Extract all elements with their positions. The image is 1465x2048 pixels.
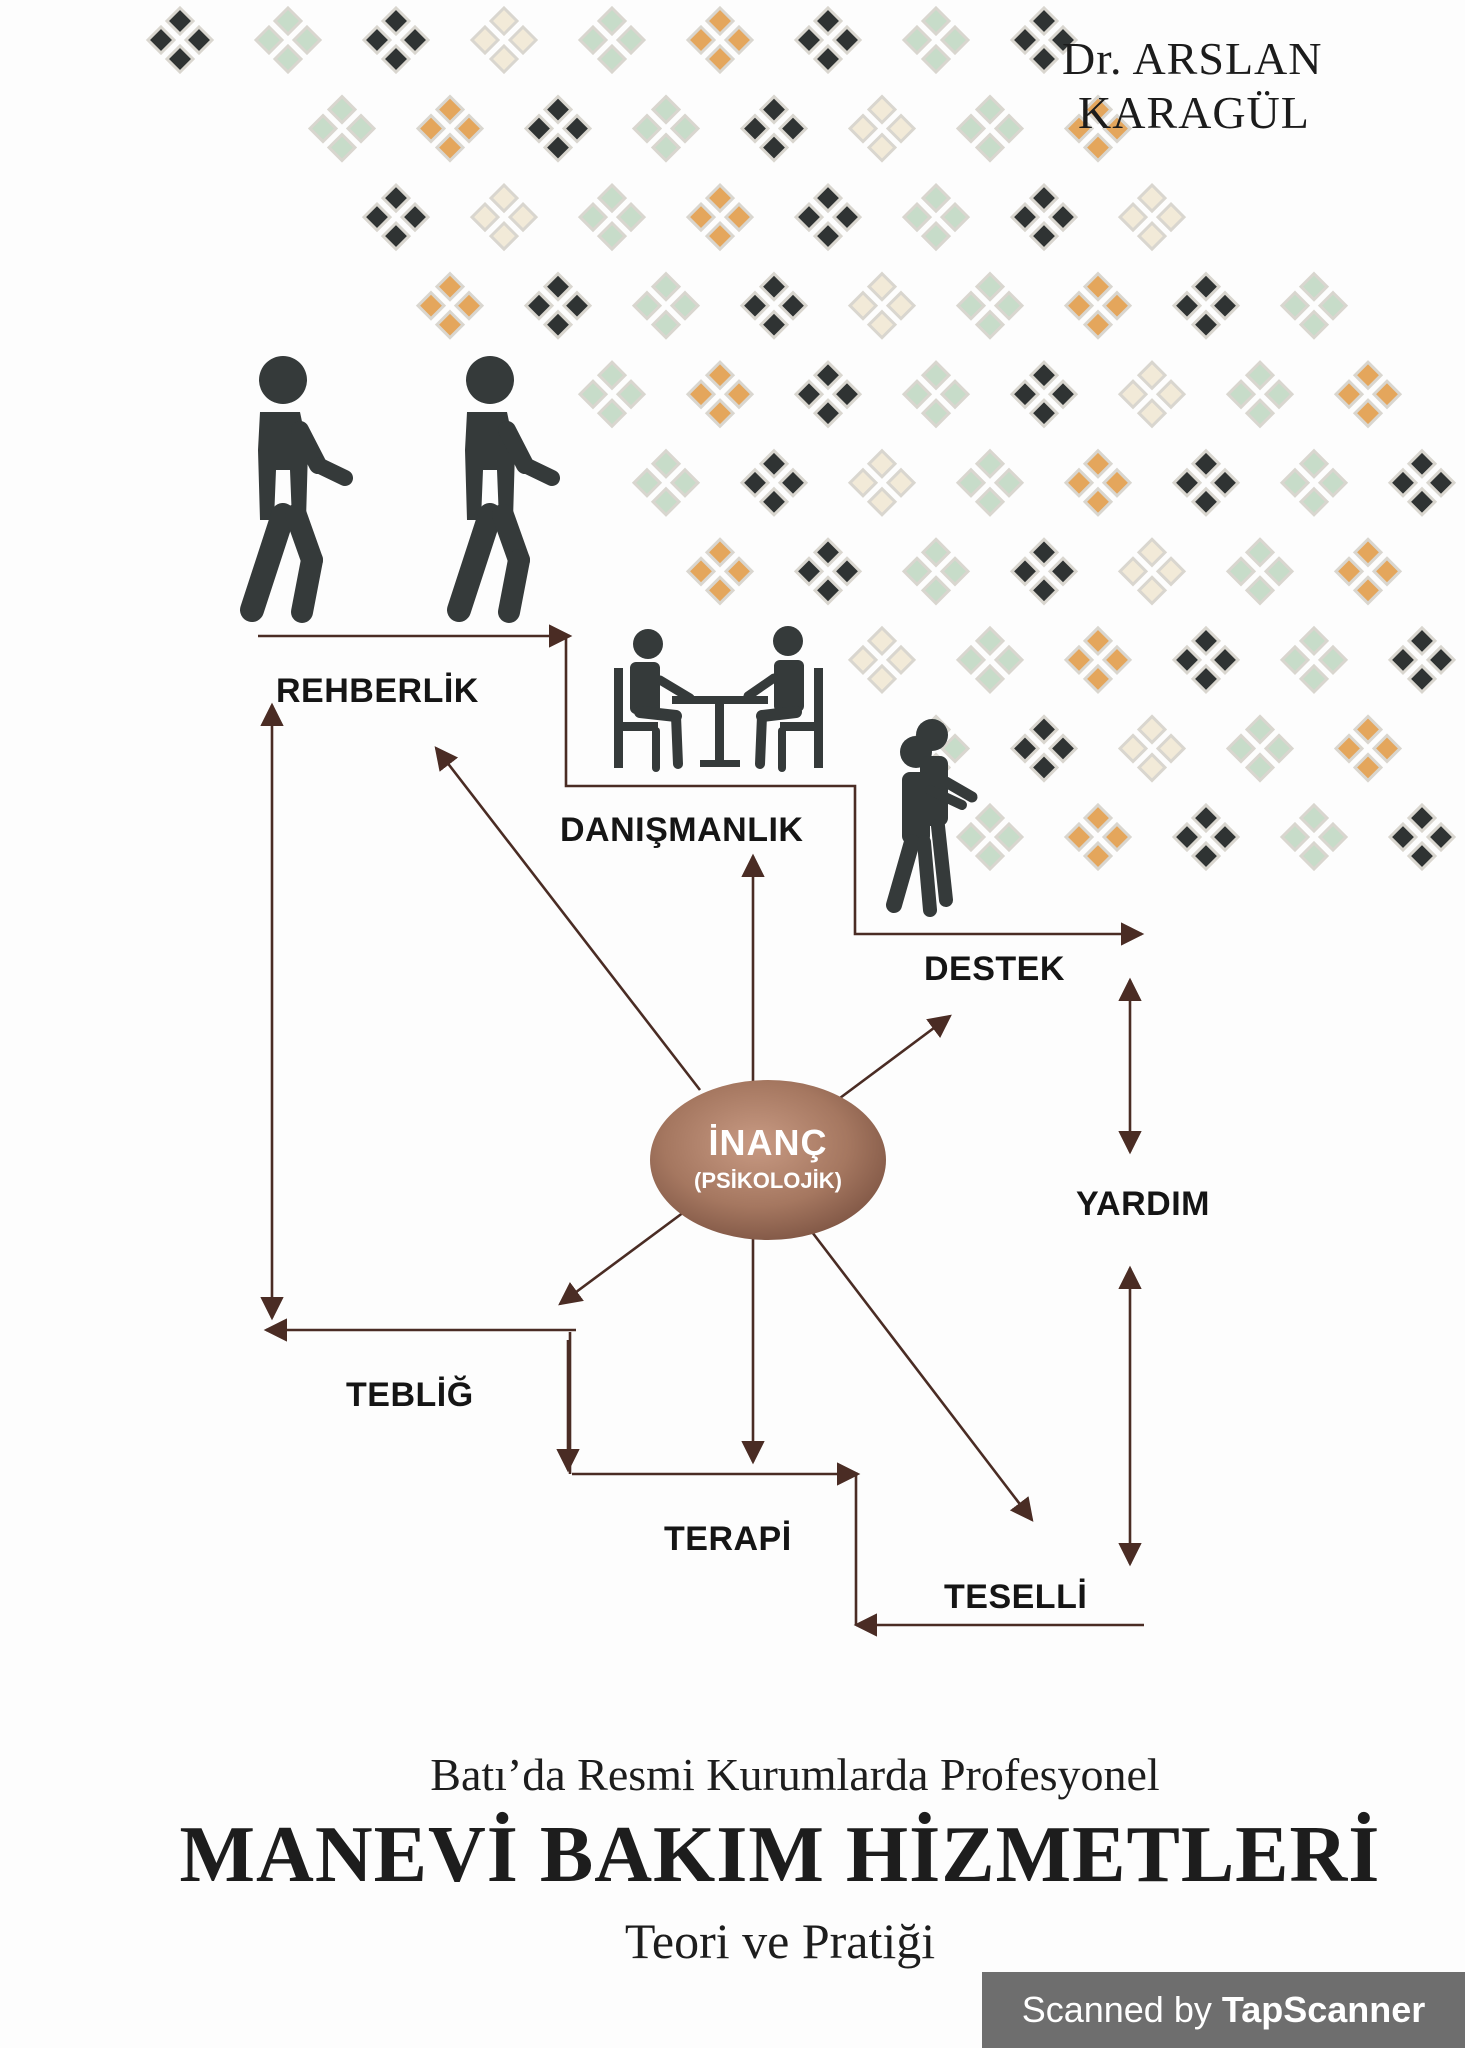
pattern-tile	[1225, 360, 1295, 429]
pattern-tile	[1387, 625, 1457, 695]
pattern-tile	[1009, 5, 1079, 75]
pattern-tile	[793, 182, 863, 252]
pattern-tile	[847, 94, 917, 163]
pattern-tile	[1063, 448, 1133, 517]
pattern-tile	[1225, 537, 1295, 606]
pattern-tile	[901, 537, 971, 606]
pattern-tile	[1171, 802, 1241, 872]
meeting-table-icon	[614, 626, 823, 772]
label-teselli: TESELLİ	[944, 1578, 1088, 1616]
pattern-tile	[1117, 360, 1187, 429]
pattern-tile	[1117, 182, 1187, 252]
pattern-tile	[631, 271, 701, 340]
pattern-tile	[955, 271, 1025, 340]
pattern-tile	[1333, 360, 1403, 429]
pattern-tile	[955, 802, 1025, 872]
label-rehberlik: REHBERLİK	[276, 672, 479, 710]
pattern-tile	[1333, 537, 1403, 606]
pattern-tile	[847, 271, 917, 340]
pattern-tile	[577, 360, 647, 429]
pattern-tile	[685, 182, 755, 252]
pattern-tile	[739, 94, 809, 163]
pattern-tile	[739, 271, 809, 340]
pattern-tile	[1117, 714, 1187, 783]
pattern-tile	[631, 94, 701, 163]
scanner-prefix: Scanned by	[1021, 1989, 1212, 2030]
walking-person-icon	[240, 356, 353, 623]
center-label-sub: (PSİKOLOJİK)	[694, 1168, 842, 1193]
pattern-tile	[1009, 182, 1079, 252]
pattern-tile	[901, 182, 971, 252]
pattern-tile	[1063, 802, 1133, 872]
pattern-tile	[1279, 271, 1349, 340]
walking-person-icon	[447, 356, 560, 623]
pattern-tile	[1009, 714, 1079, 783]
step-connectors	[258, 624, 1145, 1637]
pattern-tile	[955, 94, 1025, 163]
label-yardim: YARDIM	[1076, 1185, 1210, 1223]
pattern-tile	[685, 5, 755, 75]
pattern-tile	[1063, 625, 1133, 695]
pattern-tile	[145, 5, 215, 75]
pattern-tile	[1225, 714, 1295, 783]
pattern-tile	[253, 5, 323, 75]
pattern-tile	[523, 271, 593, 340]
book-title: MANEVİ BAKIM HİZMETLERİ	[179, 1811, 1381, 1899]
book-tagline: Teori ve Pratiği	[624, 1913, 936, 1969]
pattern-tile	[1279, 448, 1349, 517]
pattern-tile	[1171, 448, 1241, 517]
label-danismanlik: DANIŞMANLIK	[560, 811, 804, 849]
pattern-tile	[1063, 94, 1133, 163]
label-teblig: TEBLİĞ	[346, 1376, 474, 1414]
center-label-main: İNANÇ	[708, 1122, 828, 1163]
pattern-tile	[1333, 714, 1403, 783]
book-subtitle: Batı’da Resmi Kurumlarda Profesyonel	[430, 1749, 1160, 1800]
pattern-tile	[685, 360, 755, 429]
scanner-watermark: Scanned by TapScanner	[982, 1972, 1465, 2048]
pattern-tile	[577, 182, 647, 252]
pattern-tile	[415, 271, 485, 340]
pattern-tile	[901, 360, 971, 429]
pattern-tile	[1171, 625, 1241, 695]
pattern-tile	[361, 5, 431, 75]
pattern-tile	[1279, 625, 1349, 695]
scanner-brand: TapScanner	[1221, 1989, 1426, 2030]
pattern-tile	[739, 448, 809, 517]
author-name-line1: Dr. ARSLAN	[1062, 33, 1323, 84]
pattern-tile	[1009, 537, 1079, 606]
pattern-tile	[1009, 360, 1079, 429]
pattern-tile	[793, 360, 863, 429]
pattern-tile	[955, 448, 1025, 517]
support-person-icon	[886, 719, 978, 917]
pattern-tile	[901, 5, 971, 75]
pattern-tile	[577, 5, 647, 75]
pattern-tile	[469, 5, 539, 75]
label-destek: DESTEK	[924, 950, 1065, 988]
pattern-tile	[361, 182, 431, 252]
pattern-tile	[307, 94, 377, 163]
label-terapi: TERAPİ	[664, 1520, 792, 1558]
pattern-tile	[793, 5, 863, 75]
center-ellipse	[650, 1080, 886, 1240]
author-name-line2: KARAGÜL	[1078, 87, 1310, 138]
pattern-tile	[685, 537, 755, 606]
pattern-tile	[793, 537, 863, 606]
pattern-tile	[847, 625, 917, 695]
pattern-tile	[1171, 271, 1241, 340]
pattern-tile	[631, 448, 701, 517]
pattern-tile	[1387, 448, 1457, 517]
pattern-tile	[1117, 537, 1187, 606]
pattern-tile	[415, 94, 485, 163]
pattern-tile	[1279, 802, 1349, 872]
radial-arrows	[434, 746, 1034, 1522]
pattern-tile	[847, 448, 917, 517]
pattern-tile	[955, 625, 1025, 695]
pattern-tile	[1387, 802, 1457, 872]
pattern-tile	[523, 94, 593, 163]
pattern-tile	[1063, 271, 1133, 340]
pattern-tile	[469, 182, 539, 252]
